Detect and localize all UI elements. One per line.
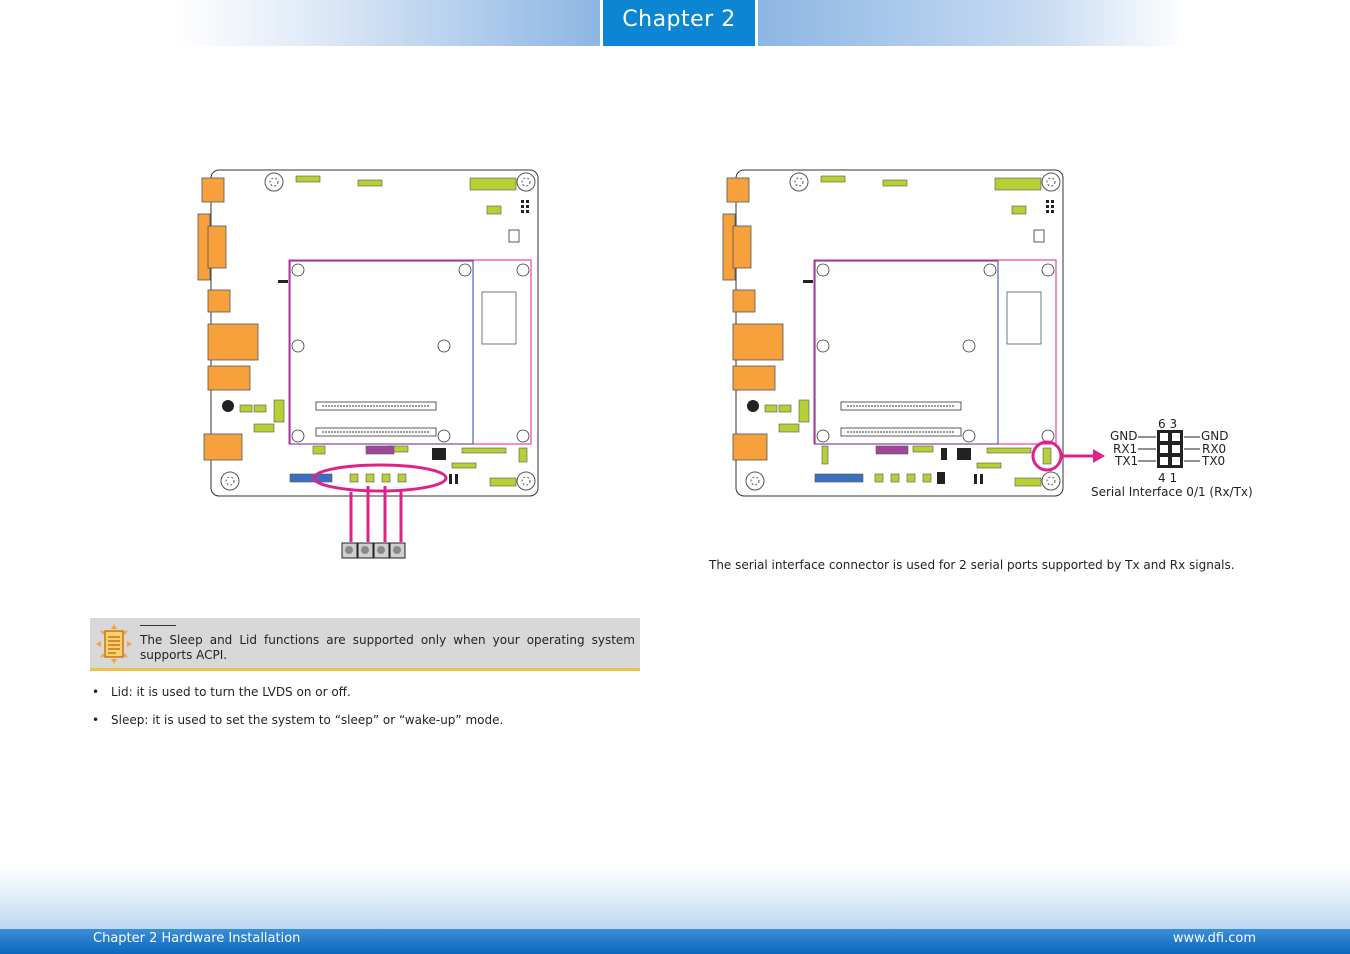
footer-website: www.dfi.com	[1172, 931, 1256, 946]
pinout-caption: Serial Interface 0/1 (Rx/Tx)	[1091, 485, 1253, 499]
note-box: The Sleep and Lid functions are supporte…	[90, 618, 640, 671]
pin-label-left-2: RX1	[1113, 442, 1138, 456]
note-text: The Sleep and Lid functions are supporte…	[140, 633, 635, 662]
board-diagram-left	[196, 168, 546, 563]
pin-label-left-1: GND	[1110, 429, 1138, 443]
pin-label-left-3: TX1	[1115, 454, 1139, 468]
pin-label-right-2: RX0	[1202, 442, 1227, 456]
bullet-list: Lid: it is used to turn the LVDS on or o…	[92, 685, 503, 741]
header-gradient-right	[758, 0, 1188, 46]
pin-label-right-3: TX0	[1202, 454, 1226, 468]
pin-numbers-bottom: 4 1	[1158, 471, 1178, 485]
footer-bar	[0, 929, 1350, 954]
list-item: Sleep: it is used to set the system to “…	[92, 713, 503, 728]
footer-chapter-title: Chapter 2 Hardware Installation	[93, 931, 301, 946]
pin-label-right-1: GND	[1201, 429, 1229, 443]
list-item: Lid: it is used to turn the LVDS on or o…	[92, 685, 503, 700]
pin-header-graphic	[1138, 430, 1200, 468]
footer-gradient	[0, 866, 1350, 930]
note-icon	[96, 624, 132, 664]
board-diagram-right	[721, 168, 1111, 498]
chapter-tab: Chapter 2	[603, 0, 755, 46]
header-gradient-left	[175, 0, 600, 46]
pin-numbers-top: 6 3	[1158, 417, 1178, 431]
note-title-line	[140, 625, 176, 627]
serial-description: The serial interface connector is used f…	[709, 558, 1235, 572]
